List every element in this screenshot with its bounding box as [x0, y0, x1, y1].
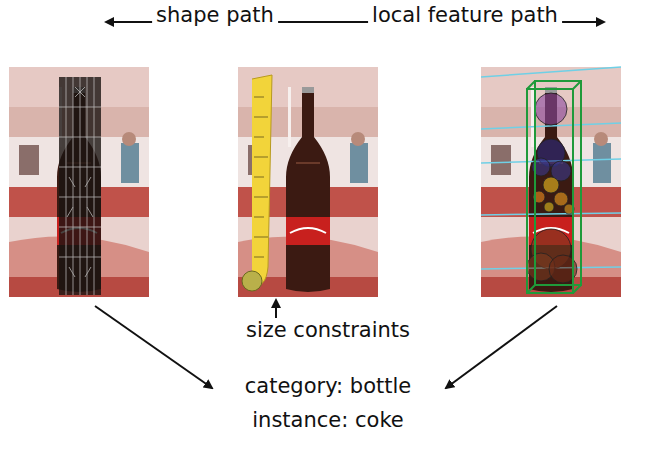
- arrow: [275, 300, 277, 318]
- feature-photo: [481, 67, 621, 297]
- arrow: [446, 306, 557, 388]
- bottle-photo: [238, 67, 378, 297]
- label: category: bottle: [241, 374, 415, 399]
- shape-photo: [9, 67, 149, 297]
- label: shape path: [152, 3, 278, 28]
- arrow: [95, 306, 212, 388]
- label: local feature path: [368, 3, 562, 28]
- label: instance: coke: [248, 408, 407, 433]
- label: size constraints: [242, 318, 414, 343]
